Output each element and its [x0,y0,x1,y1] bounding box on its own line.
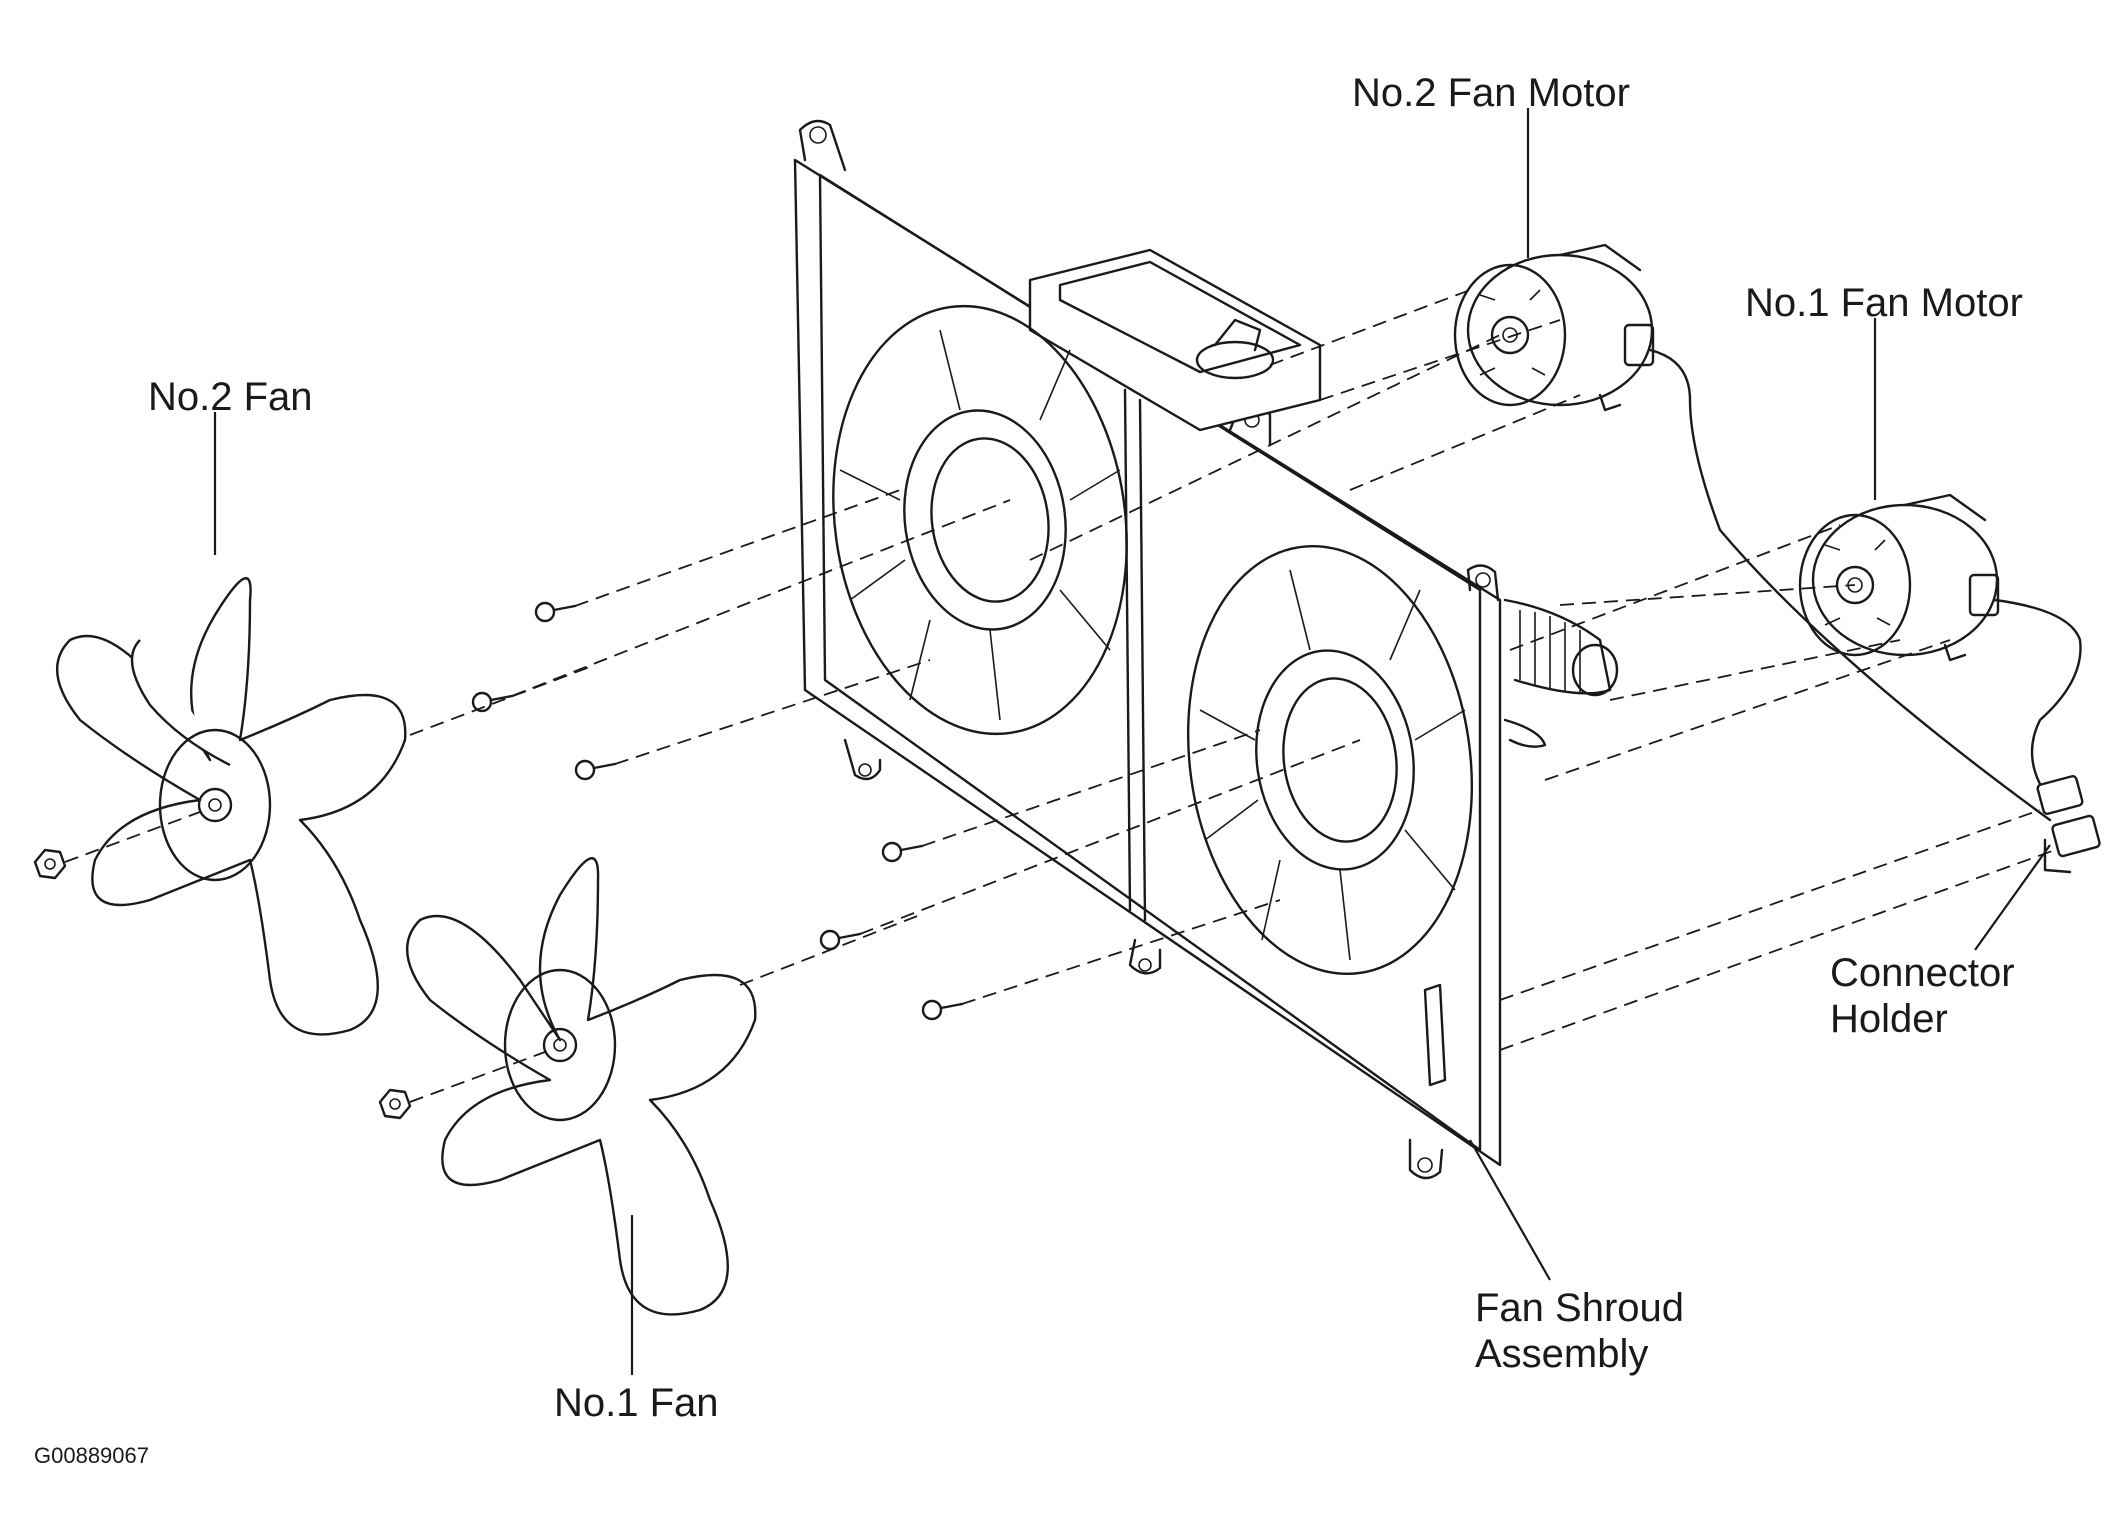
bolt [534,601,577,623]
fan-shroud-assembly-label: Fan Shroud Assembly [1475,1285,1684,1377]
bolt [921,999,964,1021]
right-shroud-opening [1186,545,1474,975]
no1-fan-motor [1798,493,2082,802]
bolt [819,929,862,951]
leader-connector-holder [1974,844,2051,951]
connector-holder-label: Connector Holder [1830,950,2015,1042]
hose-fitting [1503,598,1619,748]
left-shroud-opening [832,304,1128,736]
no2-fan [56,577,407,1036]
fan-shroud-label-line1: Fan Shroud [1475,1286,1685,1330]
no2-fan-motor-label: No.2 Fan Motor [1352,71,1630,115]
bolt [574,759,617,781]
no2-fan-motor [1453,243,2052,822]
fan-shroud-assembly [793,119,1619,1180]
leader-fan-shroud-assembly [1469,1139,1551,1281]
leader-lines [213,108,2051,1375]
connector-holder [2036,775,2101,874]
bolt [881,841,924,863]
bolt [471,691,514,713]
connector-holder-label-line2: Holder [1830,997,1948,1041]
no2-fan-label: No.2 Fan [148,375,313,419]
fan-nut-upper [33,848,67,880]
no1-fan-label: No.1 Fan [554,1381,719,1425]
no1-fan [406,857,757,1316]
no1-fan-motor-label: No.1 Fan Motor [1745,281,2023,325]
figure-code: G00889067 [34,1443,149,1468]
fan-nut-lower [378,1088,412,1120]
fan-shroud-label-line2: Assembly [1475,1332,1649,1376]
alignment-lines [64,289,2056,1103]
connector-holder-label-line1: Connector [1830,951,2015,995]
